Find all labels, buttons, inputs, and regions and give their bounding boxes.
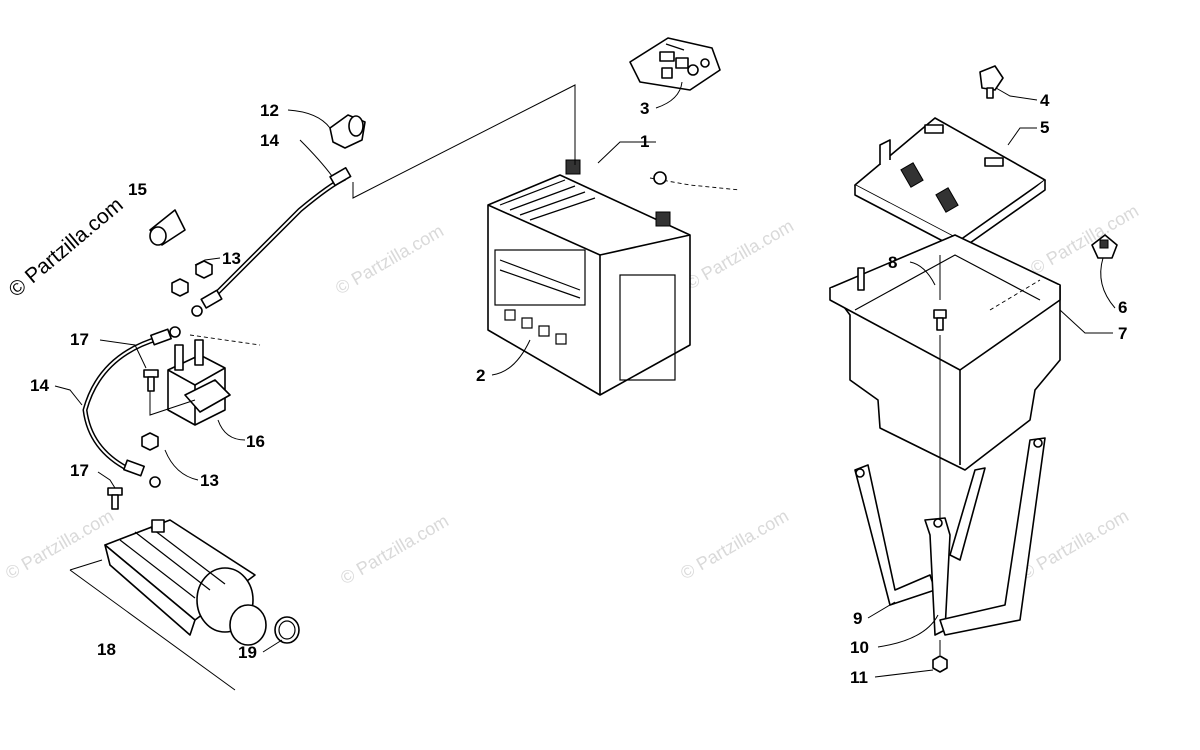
callout-14-upper: 14 (260, 131, 279, 150)
upper-cable-illustration (191, 167, 352, 317)
callout-18: 18 (97, 640, 116, 659)
left-strap-illustration (854, 464, 936, 606)
nut-11-illustration (932, 640, 948, 673)
solenoid-illustration (149, 334, 261, 426)
callout-10: 10 (850, 638, 869, 657)
nut-illustration (141, 260, 213, 451)
callout-5: 5 (1040, 118, 1049, 137)
callout-19: 19 (238, 643, 257, 662)
boot-illustration (329, 114, 366, 149)
watermark: © Partzilla.com (332, 220, 447, 298)
callout-15: 15 (128, 180, 147, 199)
copyright-text: © Partzilla.com (4, 193, 127, 302)
callout-2: 2 (476, 366, 485, 385)
callout-1: 1 (640, 132, 649, 151)
callout-11: 11 (850, 668, 868, 687)
callout-7: 7 (1118, 324, 1127, 343)
callout-12: 12 (260, 101, 279, 120)
callout-9: 9 (853, 609, 862, 628)
watermark: © Partzilla.com (677, 505, 792, 583)
leader-lines (54, 81, 1116, 678)
ground-terminal (653, 171, 667, 185)
callout-16: 16 (246, 432, 265, 451)
callout-17-lower: 17 (70, 461, 89, 480)
callout-17-upper: 17 (70, 330, 89, 349)
right-strap-illustration (939, 437, 1046, 636)
callout-3: 3 (640, 99, 649, 118)
cover-plate-illustration (854, 117, 1046, 251)
starter-motor-illustration (69, 519, 300, 691)
battery-cable-line (352, 84, 576, 199)
battery-illustration (487, 159, 691, 396)
callout-6: 6 (1118, 298, 1127, 317)
callout-14-lower: 14 (30, 376, 49, 395)
hardware-kit-illustration (629, 37, 721, 91)
watermark: © Partzilla.com (1027, 200, 1142, 278)
watermark: © Partzilla.com (682, 215, 797, 293)
callout-13-lower: 13 (200, 471, 219, 490)
lower-cable-illustration (82, 326, 181, 488)
watermark: © Partzilla.com (2, 505, 117, 583)
knob-illustration (979, 65, 1004, 99)
battery-box-illustration (829, 234, 1061, 471)
clip-illustration (1091, 234, 1118, 259)
callouts: 1 2 3 4 5 6 7 8 9 10 11 12 13 13 14 14 1… (30, 91, 1127, 687)
watermark: © Partzilla.com (337, 510, 452, 588)
screw-illustration (933, 255, 947, 520)
callout-8: 8 (888, 253, 897, 272)
callout-13-upper: 13 (222, 249, 241, 268)
terminal-boot-illustration (149, 209, 186, 246)
callout-4: 4 (1040, 91, 1050, 110)
